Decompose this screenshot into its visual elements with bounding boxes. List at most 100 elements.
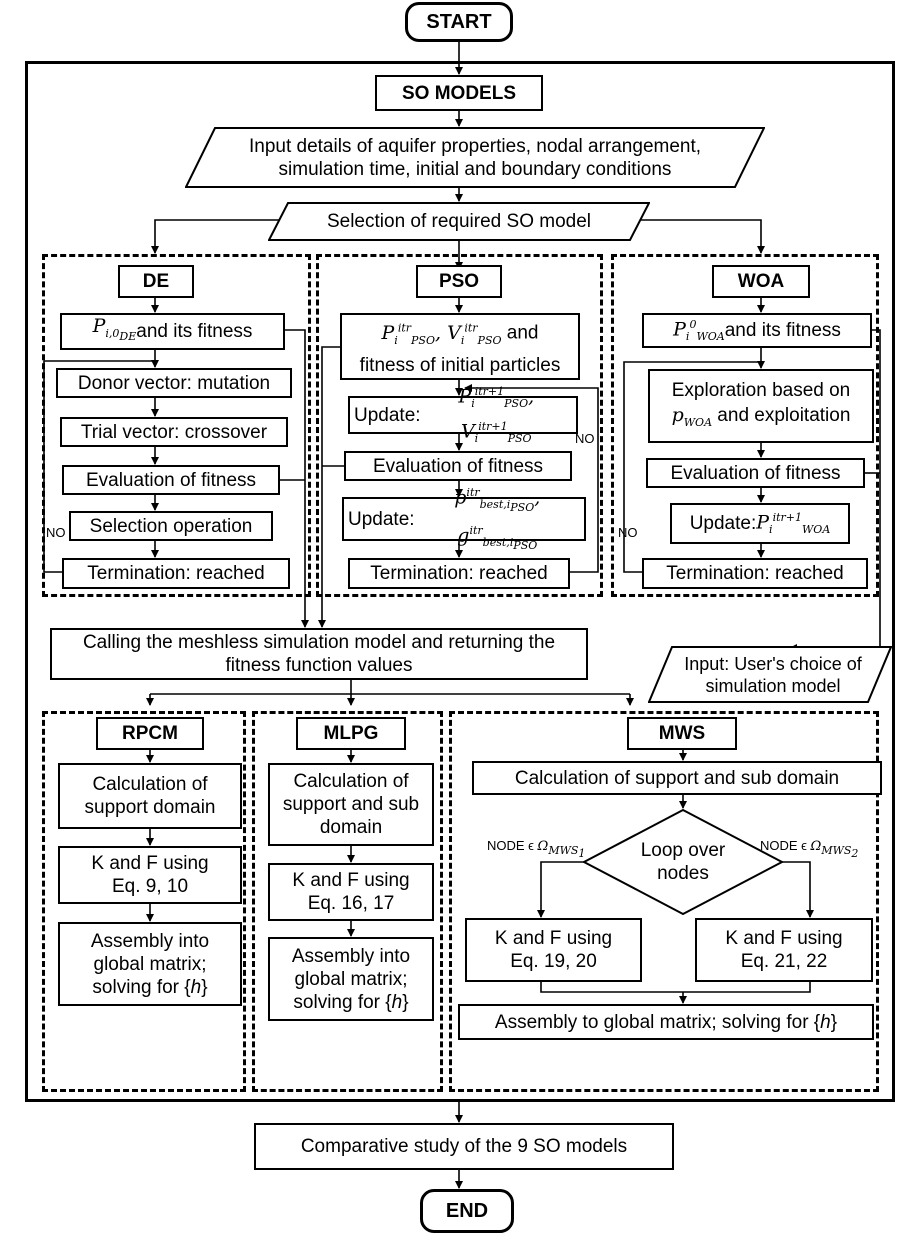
- pso-title: PSO: [438, 271, 480, 292]
- de-init-text: and its fitness: [136, 321, 253, 342]
- mlpg-calc-box: Calculation of support and sub domain: [268, 763, 434, 846]
- end-label: END: [445, 1199, 489, 1222]
- pso-term-box: Termination: reached: [348, 558, 570, 589]
- mlpg-assembly-line1: Assembly into: [291, 945, 411, 967]
- mlpg-assembly-line2: global matrix;: [294, 968, 408, 990]
- mws-assembly-close: }: [830, 1011, 838, 1033]
- user-input-label: Input: User's choice of simulation model: [684, 653, 862, 696]
- mlpg-title: MLPG: [323, 723, 379, 744]
- woa-explore-symbol: pWOA: [671, 403, 713, 429]
- woa-eval-label: Evaluation of fitness: [670, 462, 841, 484]
- arrow-pso-init-left: [318, 346, 340, 628]
- woa-init-symbol: Pi0WOA: [673, 317, 725, 344]
- de-group: [42, 254, 311, 597]
- de-term-box: Termination: reached: [62, 558, 290, 589]
- arrow-de-init-right: [285, 329, 306, 418]
- rpcm-assembly-line3: solving for {h}: [92, 976, 207, 999]
- mws-kf-right-line2: Eq. 21, 22: [740, 951, 828, 972]
- pso-init-and: and: [501, 322, 539, 344]
- pso-update1-label: Update:: [354, 404, 421, 426]
- pso-eval-box: Evaluation of fitness: [344, 451, 572, 481]
- de-donor-box: Donor vector: mutation: [56, 368, 292, 398]
- mws-kf-left-line1: K and F using: [494, 928, 613, 949]
- mws-calc-box: Calculation of support and sub domain: [472, 761, 882, 795]
- arrow-selection-to-woa: [634, 219, 765, 254]
- so-models-frame: [25, 61, 895, 1102]
- woa-update-box: Update: Piitr+1WOA: [670, 503, 850, 544]
- woa-term-box: Termination: reached: [642, 558, 868, 589]
- pso-init-box: PiitrPSO, ViitrPSO and fitness of initia…: [340, 313, 580, 380]
- input-details-text: Input details of aquifer properties, nod…: [215, 129, 735, 186]
- selection-label: Selection of required SO model: [326, 210, 592, 232]
- woa-eval-box: Evaluation of fitness: [646, 458, 865, 488]
- woa-update-label: Update:: [689, 513, 757, 534]
- pso-init-line2: fitness of initial particles: [359, 354, 561, 376]
- input-parallelogram: [185, 127, 765, 188]
- mws-group: [449, 711, 879, 1092]
- mws-assembly-prefix: Assembly to global matrix; solving for {: [494, 1011, 821, 1033]
- arrow-mws-merge: [540, 982, 811, 993]
- mws-title-box: MWS: [627, 717, 737, 750]
- rpcm-assembly-prefix: solving for {: [92, 976, 191, 998]
- rpcm-kf-line2: Eq. 9, 10: [111, 876, 189, 897]
- rpcm-assembly-h: h: [190, 976, 202, 998]
- mlpg-kf-line1: K and F using: [292, 870, 410, 891]
- arrow-loop-right: [782, 861, 814, 918]
- pso-update2-symbols: pitrbest,iPSO, gitrbest,iPSO: [454, 485, 541, 553]
- mws-kf-right-box: K and F using Eq. 21, 22: [695, 918, 873, 982]
- pso-title-box: PSO: [416, 265, 502, 298]
- comparative-label: Comparative study of the 9 SO models: [300, 1136, 628, 1157]
- mws-title: MWS: [658, 723, 706, 744]
- start-label: START: [426, 10, 492, 33]
- loop-decision-text: Loop over nodes: [614, 838, 752, 886]
- pso-update2-box: Update: pitrbest,iPSO, gitrbest,iPSO: [342, 486, 586, 552]
- woa-update-symbol: Piitr+1WOA: [756, 510, 831, 537]
- rpcm-assembly-line2: global matrix;: [93, 953, 207, 975]
- loop-decision-diamond: [581, 808, 785, 916]
- woa-explore-suffix: and exploitation: [712, 404, 851, 426]
- woa-group: [611, 254, 879, 597]
- woa-init-text: and its fitness: [724, 320, 841, 341]
- user-input-text: Input: User's choice of simulation model: [668, 648, 878, 701]
- mws-kf-right-line1: K and F using: [725, 928, 843, 949]
- comparative-box: Comparative study of the 9 SO models: [254, 1123, 674, 1170]
- woa-explore-box: Exploration based on pWOA and exploitati…: [648, 369, 874, 443]
- rpcm-kf-box: K and F using Eq. 9, 10: [58, 846, 242, 904]
- input-details-label: Input details of aquifer properties, nod…: [248, 135, 702, 180]
- mlpg-assembly-line3: solving for {h}: [293, 991, 408, 1014]
- woa-term-label: Termination: reached: [666, 563, 844, 584]
- de-title: DE: [142, 271, 170, 292]
- mlpg-kf-line2: Eq. 16, 17: [307, 893, 395, 914]
- mws-calc-label: Calculation of support and sub domain: [514, 767, 840, 789]
- de-init-symbol: Pi,0DE: [92, 315, 137, 343]
- arrow-woa-no-loop: [623, 361, 761, 573]
- woa-explore-line2: pWOA and exploitation: [672, 403, 851, 435]
- de-select-box: Selection operation: [69, 511, 273, 541]
- de-select-label: Selection operation: [89, 515, 253, 537]
- mlpg-assembly-close: }: [402, 991, 409, 1013]
- mlpg-kf-box: K and F using Eq. 16, 17: [268, 863, 434, 921]
- woa-init-box: Pi0WOA and its fitness: [642, 313, 872, 348]
- woa-no-label: NO: [618, 525, 638, 540]
- pso-no-label: NO: [575, 431, 595, 446]
- rpcm-title-box: RPCM: [96, 717, 204, 750]
- so-models-box: SO MODELS: [375, 75, 543, 111]
- rpcm-title: RPCM: [122, 723, 178, 744]
- de-title-box: DE: [118, 265, 194, 298]
- mlpg-assembly-h: h: [391, 991, 403, 1013]
- pso-init-line1: PiitrPSO, ViitrPSO and: [382, 315, 539, 352]
- rpcm-calc-box: Calculation of support domain: [58, 763, 242, 829]
- rpcm-assembly-close: }: [201, 976, 208, 998]
- mws-assembly-box: Assembly to global matrix; solving for {…: [458, 1004, 874, 1040]
- rpcm-assembly-box: Assembly into global matrix; solving for…: [58, 922, 242, 1006]
- rpcm-calc-label: Calculation of support domain: [84, 774, 216, 818]
- woa-title: WOA: [737, 271, 785, 292]
- end-terminal: END: [420, 1189, 514, 1233]
- mws-kf-left-line2: Eq. 19, 20: [510, 951, 597, 972]
- node-label-left-symbol: ΩMWS1: [537, 839, 586, 860]
- mws-assembly-h: h: [820, 1011, 831, 1033]
- de-term-label: Termination: reached: [87, 563, 265, 584]
- woa-title-box: WOA: [712, 265, 810, 298]
- mlpg-group: [252, 711, 443, 1092]
